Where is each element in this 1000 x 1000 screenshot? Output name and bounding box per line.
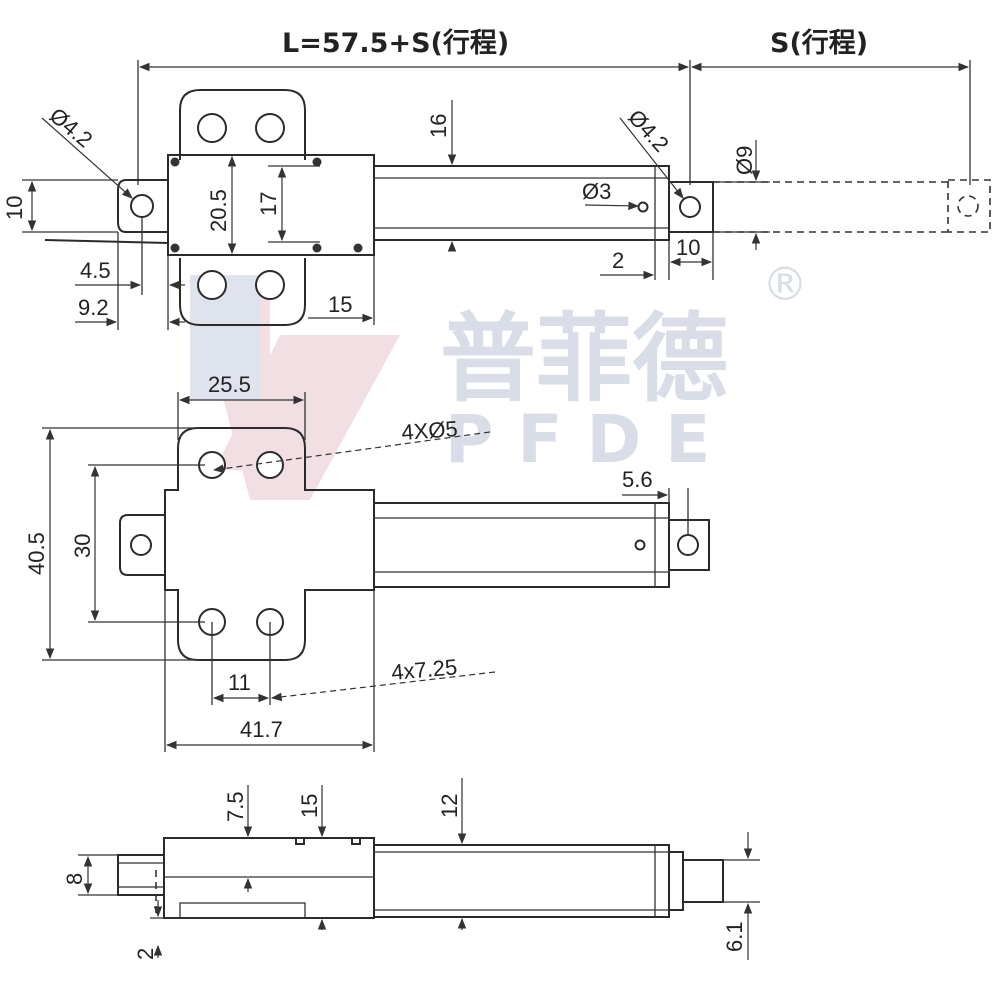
side-dim-2-label: 2	[133, 948, 158, 960]
rod-dia-label: Ø9	[732, 146, 757, 175]
front-view: 25.5 4XØ5 5.6 40.5 30 11 4x7.25 41.7	[24, 372, 710, 752]
side-dim-12-label: 12	[437, 794, 462, 818]
height-40-5-label: 40.5	[24, 532, 49, 575]
watermark-brand-cn: 普菲德	[440, 303, 728, 415]
side-view: 7.5 15 12 8 2 6.1	[62, 778, 760, 960]
watermark: 普菲德 PFDE ®	[190, 257, 808, 500]
dim-10-right-label: 10	[676, 235, 700, 260]
spacing-30-label: 30	[70, 534, 95, 558]
dim-9-2-label: 9.2	[78, 295, 109, 320]
side-dim-6-1-label: 6.1	[722, 921, 747, 952]
dim-15-label: 15	[328, 292, 352, 317]
width-25-5-label: 25.5	[208, 372, 251, 397]
side-dim-15-label: 15	[297, 794, 322, 818]
side-dim-7-5-label: 7.5	[223, 791, 248, 822]
overall-length-label: L=57.5+S(行程)	[282, 27, 509, 59]
top-view: L=57.5+S(行程) S(行程)	[2, 27, 991, 330]
dim-2-label: 2	[612, 248, 624, 273]
pin-dia-label: Ø3	[582, 179, 611, 204]
watermark-brand-en: PFDE	[445, 401, 734, 478]
hole-right-label: Ø4.2	[623, 105, 673, 157]
watermark-registered: ®	[762, 257, 808, 311]
side-dim-8-label: 8	[62, 873, 87, 885]
hole-left-label: Ø4.2	[45, 103, 98, 153]
dim-4x7-25-label: 4x7.25	[390, 654, 458, 685]
body-height-16-label: 16	[426, 114, 451, 138]
dim-4-5-label: 4.5	[80, 258, 111, 283]
height-17-label: 17	[256, 192, 281, 216]
width-41-7-label: 41.7	[240, 717, 283, 742]
tab-height-10-label: 10	[2, 196, 27, 220]
height-20-5-label: 20.5	[206, 189, 231, 232]
holes-4x5-label: 4XØ5	[401, 416, 459, 445]
stroke-label: S(行程)	[770, 27, 868, 59]
offset-5-6-label: 5.6	[622, 467, 653, 492]
dim-11-label: 11	[228, 670, 251, 695]
